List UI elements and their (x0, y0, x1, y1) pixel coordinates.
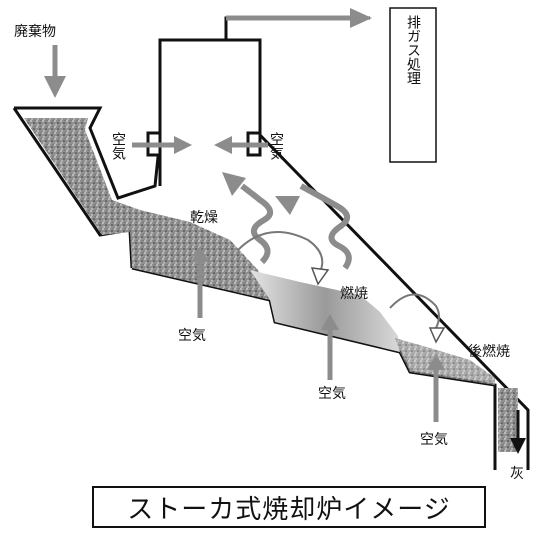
combustion-bed (250, 270, 400, 352)
waste-bed (24, 118, 270, 300)
diagram-caption: ストーカ式焼却炉イメージ (92, 486, 486, 528)
air-top-left-label: 空気 (110, 132, 126, 161)
exhaust-treatment-label: 排ガス処理 (405, 15, 421, 85)
down-arrow-icon (510, 438, 526, 454)
post-combustion-label: 後燃焼 (468, 343, 510, 360)
rotate-arrow-icon (389, 293, 440, 329)
up-arrow-icon (321, 314, 339, 330)
wavy-arrow-icon (240, 183, 273, 265)
air-zone3-label: 空気 (420, 432, 448, 448)
air-zone1-label: 空気 (178, 328, 206, 344)
left-arrow-icon (214, 136, 232, 154)
air-top-right-label: 空気 (268, 132, 284, 161)
post-combustion-bed (395, 338, 495, 385)
air-zone2-label: 空気 (318, 386, 346, 402)
rotate-arrow-icon (237, 231, 324, 273)
waste-label: 廃棄物 (14, 23, 56, 40)
down-arrow-icon (44, 76, 66, 98)
right-arrow-icon (174, 136, 192, 154)
up-arrow-icon (427, 354, 445, 370)
furnace-outline (12, 16, 530, 470)
wavy-arrow-icon (299, 183, 352, 270)
combustion-label: 燃焼 (340, 285, 368, 302)
ash-column (498, 388, 518, 452)
exhaust-treatment-box (389, 7, 437, 163)
drying-label: 乾燥 (190, 210, 218, 226)
ash-label: 灰 (510, 466, 524, 482)
up-arrow-icon (191, 246, 209, 262)
right-arrow-icon (350, 8, 372, 28)
